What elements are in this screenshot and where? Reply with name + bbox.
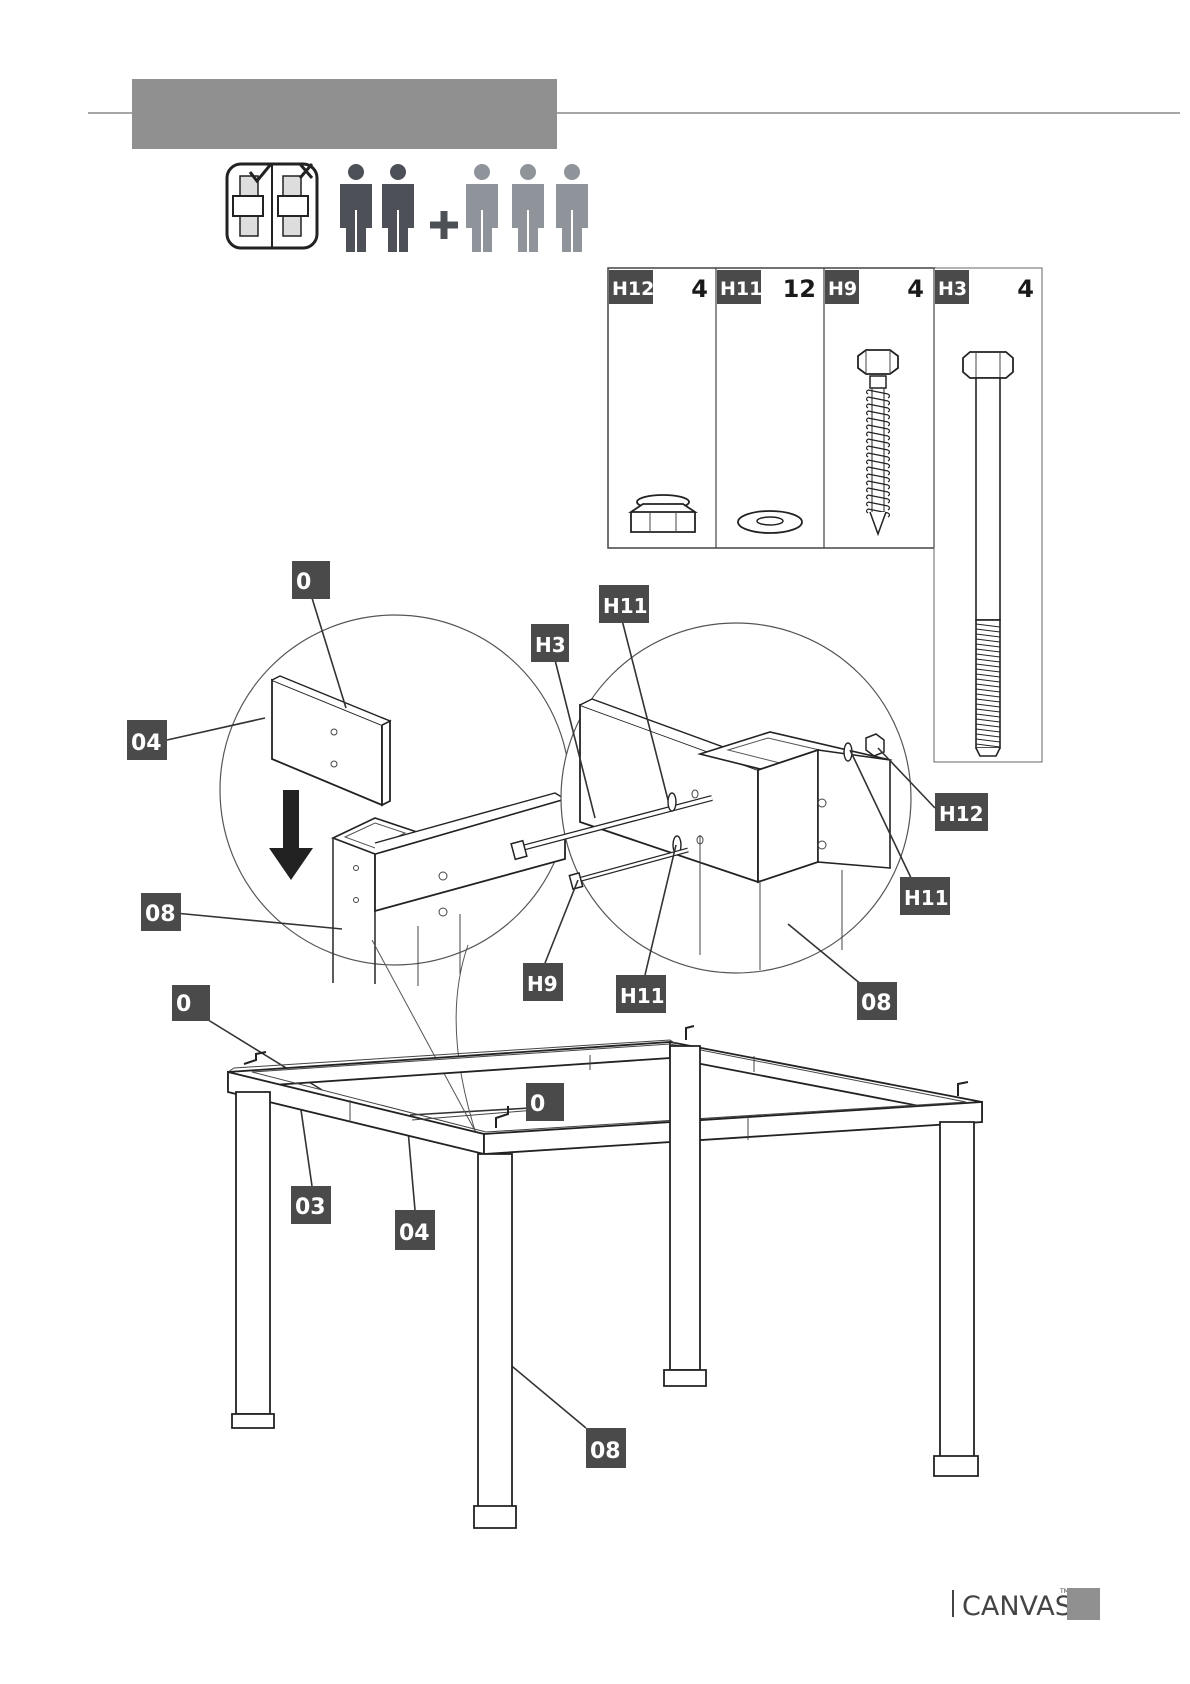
part-code: H11: [720, 278, 762, 300]
detail-view-right: [511, 623, 911, 973]
part-callout-c-03: 03: [291, 1186, 331, 1224]
callout-text: H12: [939, 802, 984, 826]
brand-footer: CANVAS TM: [953, 1588, 1100, 1622]
brand-logo: CANVAS: [962, 1591, 1072, 1622]
part-callout-c-h11-top: H11: [599, 585, 649, 623]
callout-text: H11: [603, 594, 648, 618]
part-callout-c-0-frame: 0: [172, 985, 210, 1021]
part-callout-c-h3: H3: [531, 624, 569, 662]
callout-text: 04: [131, 731, 162, 756]
two-plus-three-people-icon: [340, 164, 588, 252]
part-quantity: 4: [907, 275, 924, 303]
part-callout-c-04-left: 04: [127, 720, 167, 760]
callout-text: H11: [904, 886, 949, 910]
callout-text: H3: [535, 633, 566, 657]
part-callout-c-08-left: 08: [141, 893, 181, 931]
part-quantity: 12: [783, 275, 816, 303]
person-icon: [512, 164, 544, 252]
part-callout-c-h11-right: H11: [900, 877, 950, 915]
part-code: H3: [938, 278, 967, 300]
locknut-tighten-icon: [227, 164, 317, 248]
callout-text: 0: [530, 1092, 545, 1117]
callout-text: 03: [295, 1195, 326, 1220]
lock-nut-icon: [631, 495, 695, 532]
callout-text: H11: [620, 984, 665, 1008]
person-icon: [556, 164, 588, 252]
person-icon: [466, 164, 498, 252]
callout-text: 08: [861, 991, 892, 1016]
part-callout-c-h9: H9: [523, 963, 563, 1001]
callout-text: 0: [176, 992, 191, 1017]
page-number-box: [1067, 1588, 1100, 1620]
part-code: H12: [612, 278, 654, 300]
part-code: H9: [828, 278, 857, 300]
part-callout-c-04-frame: 04: [395, 1210, 435, 1250]
part-callout-c-08-right: 08: [857, 982, 897, 1020]
part-callout-c-0-top: 0: [292, 561, 330, 599]
part-quantity: 4: [691, 275, 708, 303]
part-quantity: 4: [1017, 275, 1034, 303]
part-callout-c-h11-bottom: H11: [616, 975, 666, 1013]
washer-icon: [738, 511, 802, 533]
part-callout-c-h12: H12: [935, 793, 988, 831]
callout-text: 08: [590, 1439, 621, 1464]
person-icon: [382, 164, 414, 252]
callout-text: H9: [527, 972, 558, 996]
callout-text: 08: [145, 902, 176, 927]
part-callout-c-08-bottom: 08: [586, 1428, 626, 1468]
detail-view-left: [220, 615, 570, 986]
person-icon: [340, 164, 372, 252]
step-header-band: [132, 79, 557, 149]
callout-text: 04: [399, 1221, 430, 1246]
callout-text: 0: [296, 570, 311, 595]
part-callout-c-0-mid: 0: [526, 1083, 564, 1121]
